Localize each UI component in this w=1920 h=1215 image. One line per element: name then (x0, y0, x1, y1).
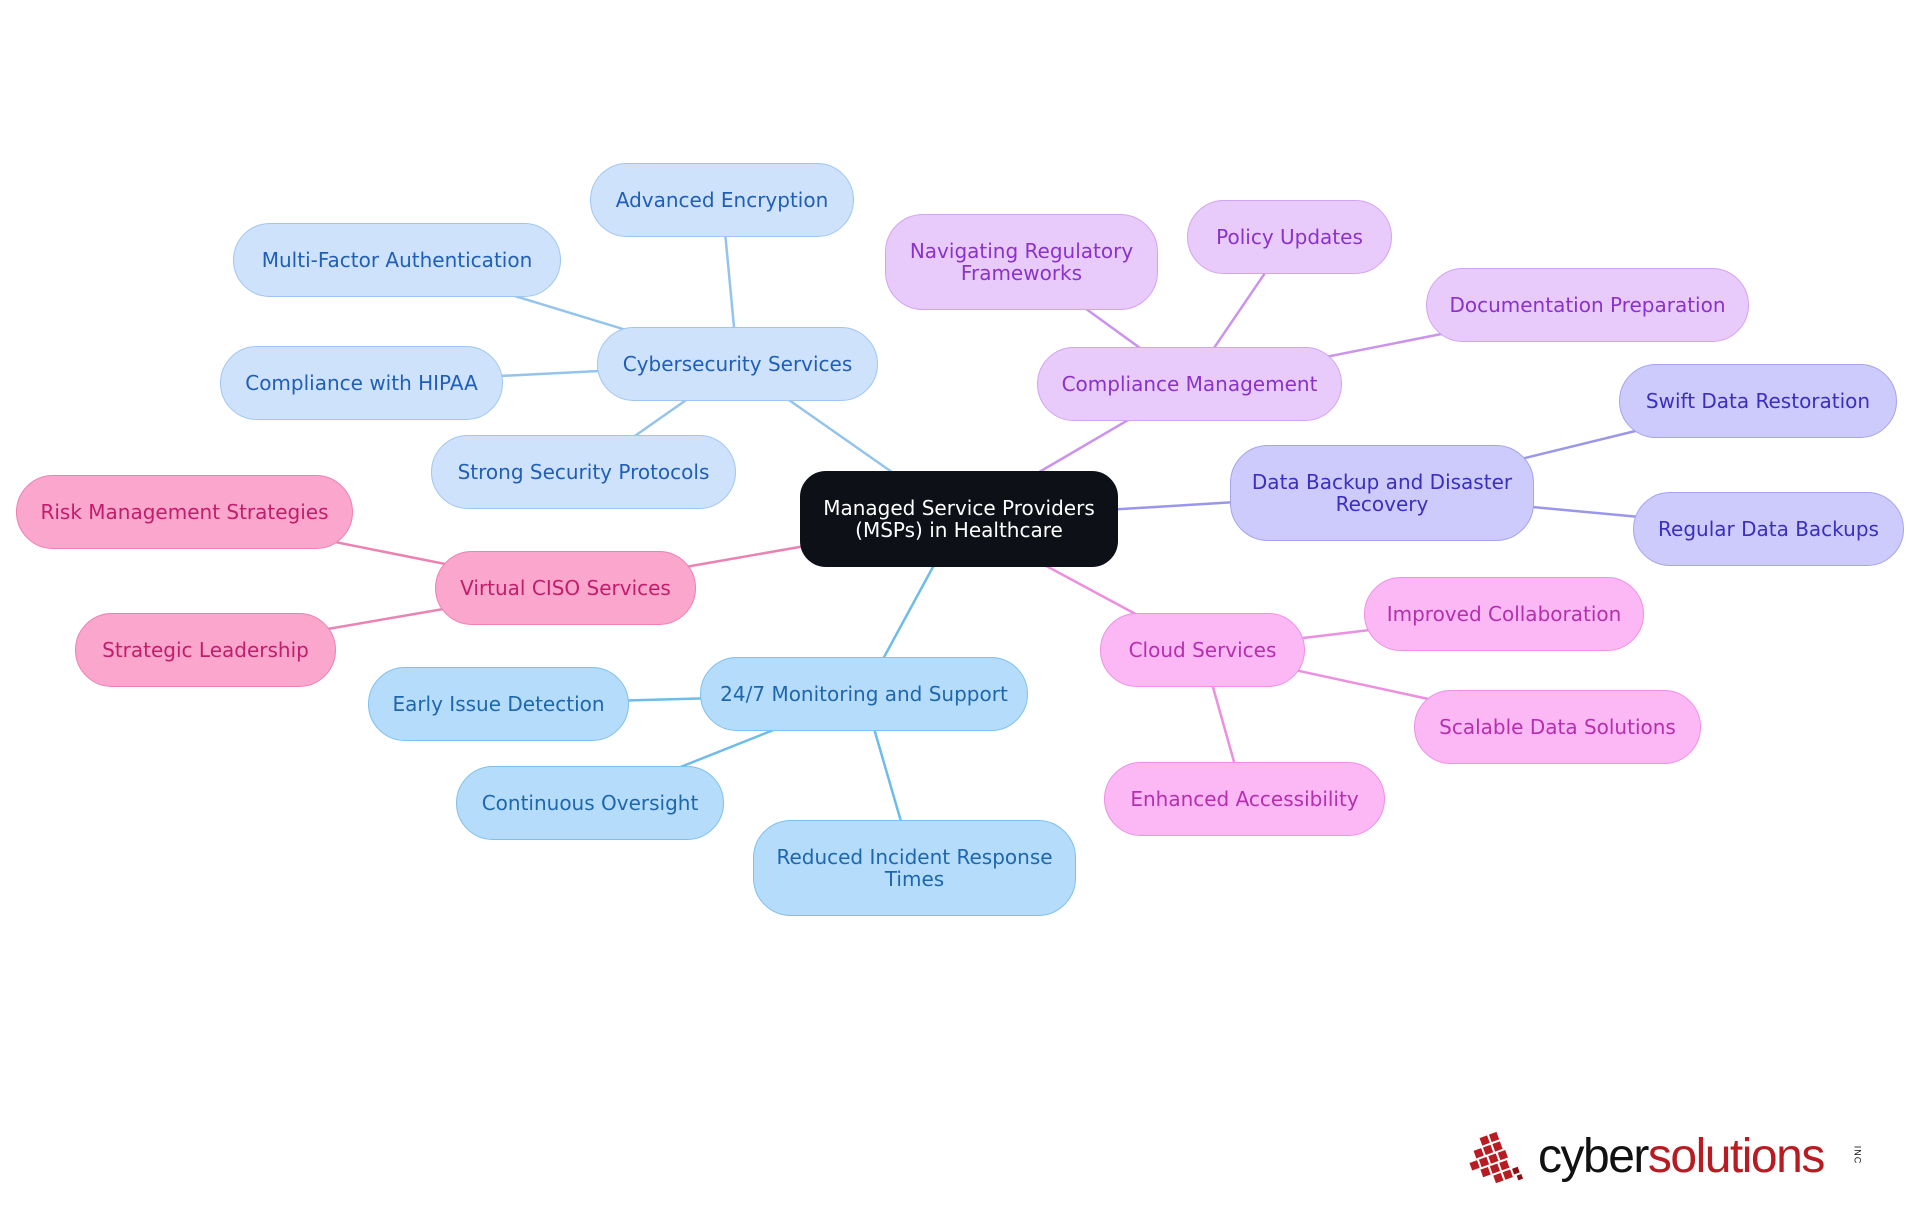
leaf-policy-updates: Policy Updates (1187, 200, 1392, 274)
logo-mark-icon (1469, 1131, 1524, 1184)
leaf-regular-data-backups: Regular Data Backups (1633, 492, 1904, 566)
leaf-strong-security-protocols: Strong Security Protocols (431, 435, 736, 509)
leaf-continuous-oversight: Continuous Oversight (456, 766, 724, 840)
leaf-strategic-leadership: Strategic Leadership (75, 613, 336, 687)
leaf-reduced-incident-response-times: Reduced Incident Response Times (753, 820, 1076, 916)
leaf-risk-management-strategies: Risk Management Strategies (16, 475, 353, 549)
leaf-documentation-preparation: Documentation Preparation (1426, 268, 1749, 342)
leaf-advanced-encryption: Advanced Encryption (590, 163, 854, 237)
cybersolutions-logo: cybersolutions INC (1468, 1128, 1878, 1190)
branch-cloud-services: Cloud Services (1100, 613, 1305, 687)
logo-word-solutions: solutions (1647, 1130, 1825, 1183)
leaf-scalable-data-solutions: Scalable Data Solutions (1414, 690, 1701, 764)
logo-word-cyber: cyber (1538, 1130, 1649, 1183)
leaf-improved-collaboration: Improved Collaboration (1364, 577, 1644, 651)
center-node: Managed Service Providers (MSPs) in Heal… (800, 471, 1118, 567)
leaf-multi-factor-authentication: Multi-Factor Authentication (233, 223, 561, 297)
leaf-swift-data-restoration: Swift Data Restoration (1619, 364, 1897, 438)
logo-wordmark: cybersolutions (1538, 1128, 1825, 1186)
branch-data-backup-and-disaster-recovery: Data Backup and Disaster Recovery (1230, 445, 1534, 541)
leaf-compliance-with-hipaa: Compliance with HIPAA (220, 346, 503, 420)
branch-24-7-monitoring-and-support: 24/7 Monitoring and Support (700, 657, 1028, 731)
leaf-enhanced-accessibility: Enhanced Accessibility (1104, 762, 1385, 836)
branch-cybersecurity-services: Cybersecurity Services (597, 327, 878, 401)
logo-inc-suffix: INC (1852, 1145, 1863, 1165)
branch-compliance-management: Compliance Management (1037, 347, 1342, 421)
leaf-navigating-regulatory-frameworks: Navigating Regulatory Frameworks (885, 214, 1158, 310)
leaf-early-issue-detection: Early Issue Detection (368, 667, 629, 741)
branch-virtual-ciso-services: Virtual CISO Services (435, 551, 696, 625)
